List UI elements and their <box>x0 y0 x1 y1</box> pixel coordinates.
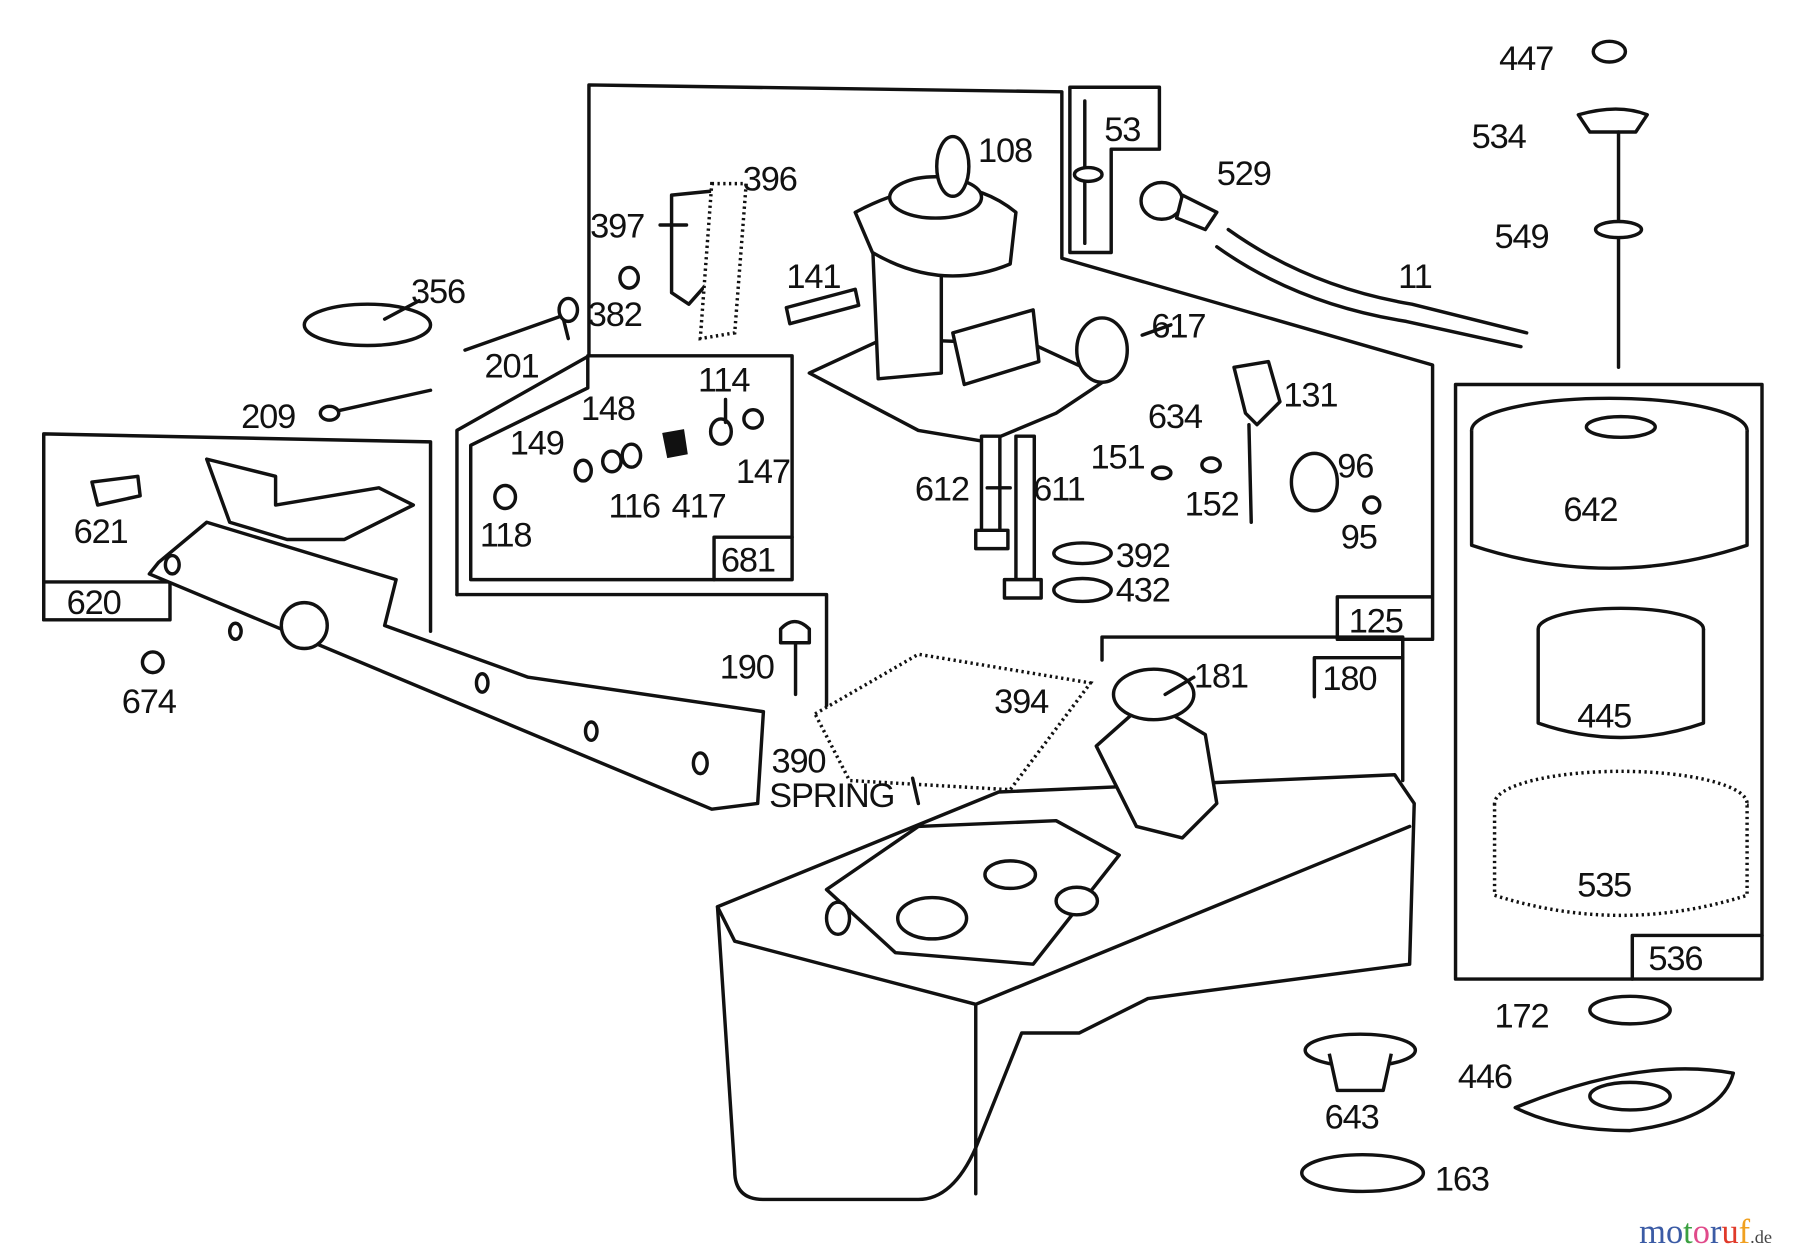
callout-617[interactable]: 617 <box>1151 307 1206 345</box>
callout-163[interactable]: 163 <box>1435 1160 1490 1198</box>
callout-396[interactable]: 396 <box>743 161 798 199</box>
callout-392[interactable]: 392 <box>1116 537 1171 575</box>
kit-box-180 <box>1100 635 1405 783</box>
callout-209[interactable]: 209 <box>241 398 296 436</box>
callout-549[interactable]: 549 <box>1495 218 1550 256</box>
leader-lines <box>382 223 1196 697</box>
callout-382[interactable]: 382 <box>588 296 643 334</box>
callout-108[interactable]: 108 <box>978 132 1033 170</box>
callout-190[interactable]: 190 <box>720 648 775 686</box>
callout-445[interactable]: 445 <box>1577 698 1632 736</box>
kit-label-536[interactable]: 536 <box>1648 940 1703 978</box>
callout-95[interactable]: 95 <box>1341 519 1378 557</box>
callout-397[interactable]: 397 <box>590 208 645 246</box>
callout-114[interactable]: 114 <box>698 361 752 399</box>
callout-611[interactable]: 611 <box>1033 470 1086 508</box>
misc-small-parts <box>90 99 1426 1194</box>
callout-612[interactable]: 612 <box>915 470 970 508</box>
fuel-tank <box>715 773 1416 1202</box>
callout-116[interactable]: 116 <box>608 488 661 526</box>
kit-box-125 <box>455 83 1435 708</box>
watermark-logo: motoruf.de <box>1639 1213 1772 1251</box>
callout-96[interactable]: 96 <box>1337 447 1374 485</box>
callouts: 447 534 549 53 108 396 397 529 11 356 38… <box>74 40 1633 1198</box>
callout-394[interactable]: 394 <box>994 683 1050 721</box>
kit-labels: 681 125 620 180 536 <box>67 542 1704 978</box>
kit-box-681 <box>468 354 794 582</box>
callout-447[interactable]: 447 <box>1499 40 1554 78</box>
callout-118[interactable]: 118 <box>480 516 533 554</box>
callout-141[interactable]: 141 <box>786 258 841 296</box>
callout-spring[interactable]: SPRING <box>769 777 895 815</box>
callout-643[interactable]: 643 <box>1325 1098 1380 1136</box>
kit-box-53 <box>1068 85 1162 255</box>
callout-356[interactable]: 356 <box>411 273 466 311</box>
callout-131[interactable]: 131 <box>1283 376 1338 414</box>
kit-box-536 <box>1453 382 1764 981</box>
kit-label-180[interactable]: 180 <box>1322 660 1377 698</box>
callout-201[interactable]: 201 <box>484 348 539 386</box>
kit-label-125[interactable]: 125 <box>1349 602 1404 640</box>
carburetor-body <box>807 134 1129 444</box>
callout-432[interactable]: 432 <box>1116 571 1171 609</box>
callout-148[interactable]: 148 <box>581 390 636 428</box>
kit-label-620[interactable]: 620 <box>67 584 122 622</box>
callout-53[interactable]: 53 <box>1104 111 1141 149</box>
callout-181[interactable]: 181 <box>1194 658 1249 696</box>
callout-417[interactable]: 417 <box>672 488 727 526</box>
callout-390[interactable]: 390 <box>771 742 826 780</box>
callout-535[interactable]: 535 <box>1577 866 1632 904</box>
fuel-pickup-tube <box>1094 667 1219 840</box>
callout-674[interactable]: 674 <box>122 683 178 721</box>
air-cleaner-parts <box>1469 396 1749 1133</box>
callout-534[interactable]: 534 <box>1472 118 1528 156</box>
control-bracket <box>147 457 766 811</box>
callout-446[interactable]: 446 <box>1458 1058 1513 1096</box>
callout-621[interactable]: 621 <box>74 513 129 551</box>
callout-529[interactable]: 529 <box>1217 155 1272 193</box>
callout-149[interactable]: 149 <box>510 425 565 463</box>
dipstick <box>1576 39 1649 370</box>
kit-label-681[interactable]: 681 <box>721 542 776 580</box>
callout-152[interactable]: 152 <box>1185 485 1240 523</box>
callout-172[interactable]: 172 <box>1495 997 1550 1035</box>
fuel-line <box>1139 180 1529 349</box>
callout-147[interactable]: 147 <box>736 453 791 491</box>
callout-634[interactable]: 634 <box>1148 398 1204 436</box>
callout-151[interactable]: 151 <box>1091 438 1146 476</box>
callout-11[interactable]: 11 <box>1398 258 1433 296</box>
choke-shaft-and-tubes <box>784 287 1113 604</box>
callout-642[interactable]: 642 <box>1563 491 1618 529</box>
kit-box-620 <box>42 432 433 634</box>
